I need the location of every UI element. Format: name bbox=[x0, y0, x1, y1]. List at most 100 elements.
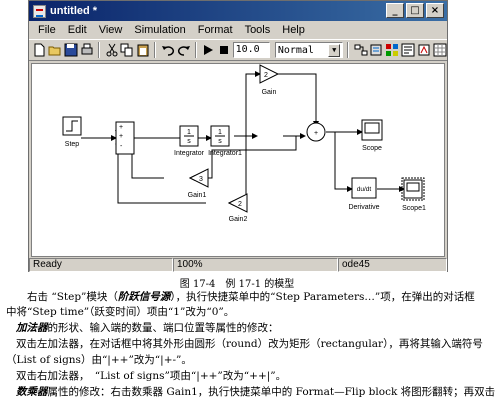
scope-label: Scope bbox=[362, 145, 382, 152]
redo-button[interactable] bbox=[176, 41, 191, 59]
stop-simulation-button[interactable] bbox=[217, 41, 232, 59]
open-model-button[interactable] bbox=[48, 41, 63, 59]
integrator1-block[interactable]: 1 s Integrator1 bbox=[208, 125, 242, 157]
update-diagram-icon bbox=[354, 44, 368, 56]
start-simulation-button[interactable] bbox=[201, 41, 216, 59]
toolbar: 10.0 Normal ▼ bbox=[29, 39, 447, 61]
gain-block[interactable]: 2 Gain bbox=[259, 64, 280, 96]
menu-help[interactable]: Help bbox=[282, 24, 305, 36]
p1-text-c: ），执行快捷菜单中的“Step Parameters…”项，在弹出的对话框 bbox=[170, 291, 475, 303]
toolbar-separator bbox=[98, 42, 101, 58]
p6-emphasis: 数乘器 bbox=[16, 386, 48, 398]
integrator1-denominator: s bbox=[218, 138, 222, 145]
clipboard-icon bbox=[137, 44, 149, 57]
debugger-button[interactable] bbox=[416, 41, 431, 59]
maximize-button[interactable]: □ bbox=[406, 3, 424, 18]
scissors-icon bbox=[106, 43, 118, 57]
status-solver: ode45 bbox=[338, 258, 447, 272]
chevron-down-icon[interactable]: ▼ bbox=[328, 43, 341, 57]
copy-icon bbox=[120, 43, 133, 57]
derivative-label: Derivative bbox=[348, 204, 379, 211]
p2-emphasis: 加法器 bbox=[16, 322, 48, 334]
build-button[interactable] bbox=[369, 41, 384, 59]
integrator-denominator: s bbox=[187, 138, 191, 145]
undo-button[interactable] bbox=[160, 41, 175, 59]
open-folder-icon bbox=[48, 46, 61, 56]
sum-block-right[interactable]: + bbox=[306, 122, 326, 142]
gain-label: Gain bbox=[262, 89, 277, 96]
stop-icon bbox=[220, 46, 229, 54]
update-diagram-button[interactable] bbox=[353, 41, 368, 59]
copy-button[interactable] bbox=[120, 41, 135, 59]
step-label: Step bbox=[65, 141, 80, 148]
paragraph-2: 加法器的形状、输入端的数量、端口位置等属性的修改： bbox=[6, 321, 470, 335]
paragraph-3: 双击左加法器，在对话框中将其外形由圆形（round）改为矩形（rectangul… bbox=[16, 338, 483, 350]
simulink-window: untitled * _ □ × File Edit View Simulati… bbox=[28, 0, 448, 272]
paragraph-4: （List of signs）由“|++”改为“|+-”。 bbox=[6, 354, 192, 366]
p2-text: 的形状、输入端的数量、端口位置等属性的修改： bbox=[47, 322, 279, 334]
gain1-label: Gain1 bbox=[188, 192, 207, 199]
derivative-symbol: du/dt bbox=[357, 186, 372, 193]
undo-arrow-icon bbox=[161, 46, 174, 56]
save-model-button[interactable] bbox=[64, 41, 79, 59]
title-bar[interactable]: untitled * _ □ × bbox=[29, 1, 447, 21]
status-bar: Ready 100% ode45 bbox=[29, 258, 447, 272]
gain2-block[interactable]: 2 Gain2 bbox=[227, 193, 248, 223]
gain2-label: Gain2 bbox=[229, 216, 248, 223]
paragraph-6: 数乘器属性的修改：右击数乘器 Gain1，执行快捷菜单中的 Format—Fli… bbox=[6, 385, 495, 399]
menu-simulation[interactable]: Simulation bbox=[134, 24, 186, 36]
minimize-button[interactable]: _ bbox=[386, 3, 404, 18]
stop-time-input[interactable]: 10.0 bbox=[232, 42, 270, 58]
more-tools-button[interactable] bbox=[432, 41, 447, 59]
debugger-icon bbox=[418, 44, 430, 56]
block-diagram: Step + + - 1 s Integrator bbox=[62, 64, 426, 223]
toolbar-separator bbox=[195, 42, 198, 58]
simulink-app-icon bbox=[33, 4, 46, 18]
model-explorer-icon bbox=[401, 43, 415, 57]
p1-text-a: 右击 “Step”模块（ bbox=[27, 291, 118, 303]
p1-emphasis: 阶跃信号源 bbox=[117, 291, 171, 303]
model-explorer-button[interactable] bbox=[401, 41, 416, 59]
gain1-block[interactable]: 3 Gain1 bbox=[188, 168, 209, 199]
sum-left-minus: - bbox=[120, 143, 123, 150]
menu-bar: File Edit View Simulation Format Tools H… bbox=[29, 21, 447, 39]
grid-tools-icon bbox=[433, 43, 447, 57]
scope1-label: Scope1 bbox=[402, 205, 426, 212]
integrator1-numerator: 1 bbox=[218, 129, 222, 136]
simulation-mode-select[interactable]: Normal ▼ bbox=[274, 42, 344, 58]
new-file-icon bbox=[34, 43, 45, 57]
paragraph-1-line-2: 中将“Step time”（跃变时间）项由“1”改为“0”。 bbox=[6, 306, 235, 318]
status-zoom: 100% bbox=[173, 258, 338, 272]
new-model-button[interactable] bbox=[32, 41, 47, 59]
scope1-block[interactable]: Scope1 bbox=[401, 177, 426, 212]
play-icon bbox=[204, 45, 214, 55]
paragraph-5: 双击右加法器， “List of signs”项由“|++”改为“++|”。 bbox=[16, 370, 287, 382]
print-button[interactable] bbox=[79, 41, 94, 59]
menu-tools[interactable]: Tools bbox=[244, 24, 271, 36]
build-icon bbox=[370, 44, 382, 56]
printer-icon bbox=[81, 43, 93, 55]
gain1-value: 3 bbox=[199, 176, 203, 183]
toolbar-separator bbox=[347, 42, 350, 58]
menu-view[interactable]: View bbox=[98, 24, 123, 36]
integrator-block[interactable]: 1 s Integrator bbox=[174, 125, 205, 157]
menu-edit[interactable]: Edit bbox=[67, 24, 87, 36]
redo-arrow-icon bbox=[177, 46, 190, 56]
library-browser-icon bbox=[386, 44, 399, 56]
cut-button[interactable] bbox=[104, 41, 119, 59]
figure-caption: 图 17-4 例 17-1 的模型 bbox=[179, 279, 295, 290]
gain-value: 2 bbox=[264, 72, 268, 79]
step-block[interactable]: Step bbox=[62, 116, 82, 148]
derivative-block[interactable]: du/dt Derivative bbox=[348, 177, 380, 211]
menu-format[interactable]: Format bbox=[197, 24, 233, 36]
close-button[interactable]: × bbox=[426, 3, 444, 18]
save-disk-icon bbox=[64, 43, 78, 57]
sum-left-plus-2: + bbox=[119, 133, 123, 140]
library-browser-button[interactable] bbox=[385, 41, 400, 59]
integrator1-label: Integrator1 bbox=[208, 150, 242, 157]
paste-button[interactable] bbox=[136, 41, 151, 59]
scope-block[interactable]: Scope bbox=[361, 119, 383, 152]
model-canvas[interactable]: Step + + - 1 s Integrator bbox=[31, 63, 445, 257]
sum-block-left[interactable]: + + - bbox=[115, 121, 135, 155]
menu-file[interactable]: File bbox=[38, 24, 56, 36]
